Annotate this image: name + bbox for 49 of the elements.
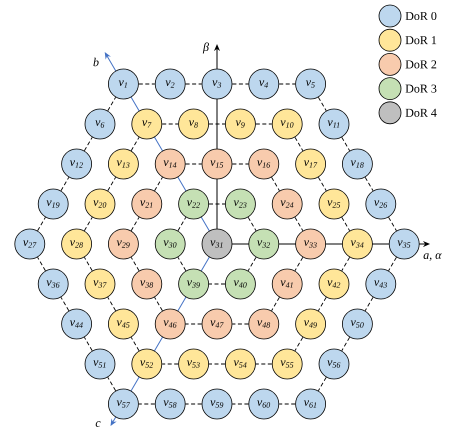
dashed-connector xyxy=(294,136,304,152)
legend-label: DoR 0 xyxy=(406,12,436,20)
dashed-connector xyxy=(84,136,93,152)
dashed-connector xyxy=(60,296,70,312)
legend-label: DoR 4 xyxy=(406,108,437,117)
dashed-connector xyxy=(294,256,304,272)
dashed-connector xyxy=(154,296,163,312)
dashed-connector xyxy=(294,336,304,352)
dashed-connector xyxy=(364,176,374,192)
dashed-connector xyxy=(130,256,140,272)
dashed-connector xyxy=(84,216,93,232)
dashed-connector xyxy=(37,256,46,272)
dashed-connector xyxy=(318,376,327,392)
dashed-connector xyxy=(318,176,327,192)
dashed-connector xyxy=(271,296,280,312)
legend-label: DoR 1 xyxy=(406,36,436,44)
axis-label: β xyxy=(202,42,209,54)
dashed-connector xyxy=(84,256,93,272)
legend-label: DoR 2 xyxy=(406,60,436,68)
dashed-connector xyxy=(37,216,46,232)
dashed-connector xyxy=(248,256,256,272)
dashed-connector xyxy=(271,176,280,192)
dashed-connector xyxy=(388,216,397,232)
dashed-connector xyxy=(130,216,140,232)
dashed-connector xyxy=(341,136,350,152)
dashed-connector xyxy=(107,176,116,192)
dashed-connector xyxy=(178,216,186,232)
legend-label: DoR 3 xyxy=(406,84,436,93)
dashed-connector xyxy=(84,336,93,352)
axis-label: c xyxy=(96,421,101,427)
dashed-connector xyxy=(294,216,304,232)
dashed-connector xyxy=(178,256,186,272)
dashed-connector xyxy=(341,336,350,352)
dashed-connector xyxy=(364,296,374,312)
dashed-connector xyxy=(388,256,397,272)
dashed-connector xyxy=(341,256,350,272)
dashed-connector xyxy=(248,216,256,232)
dashed-connector xyxy=(107,96,116,112)
dashed-connector xyxy=(107,296,116,312)
dashed-connector xyxy=(60,176,70,192)
dashed-connector xyxy=(341,216,350,232)
dashed-connector xyxy=(107,376,116,392)
axis-label: a, α xyxy=(424,253,442,261)
dashed-connector xyxy=(318,96,327,112)
axis-label: b xyxy=(93,58,99,66)
dashed-connector xyxy=(130,136,140,152)
dashed-connector xyxy=(154,176,163,192)
dashed-connector xyxy=(318,296,327,312)
dashed-connector xyxy=(130,336,140,352)
